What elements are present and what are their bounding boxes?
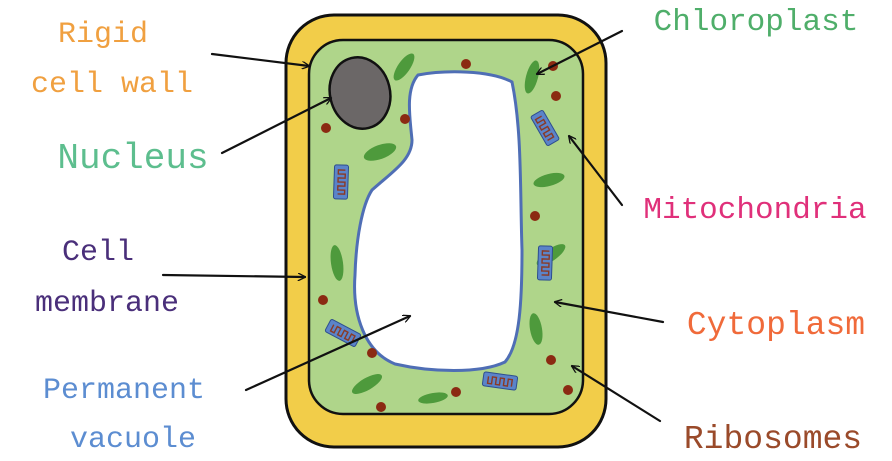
label-ribosomes: Ribosomes [684,421,862,458]
label-cell-membrane: Cell membrane [35,236,179,321]
label-chloroplast: Chloroplast [654,5,859,40]
ribosome-icon [376,402,386,412]
mitochondria-icon [537,246,552,280]
ribosome-icon [400,114,410,124]
ribosome-icon [318,295,328,305]
label-nucleus: Nucleus [57,138,208,179]
label-rigid-cell-wall: Rigid cell wall [31,18,193,102]
label-mitochondria: Mitochondria [643,193,866,228]
ribosome-icon [451,387,461,397]
label-cytoplasm: Cytoplasm [687,307,865,344]
ribosome-icon [546,355,556,365]
ribosome-icon [530,211,540,221]
label-permanent-vacuole: Permanent vacuole [43,374,223,457]
arrow-cell-membrane [163,275,305,277]
ribosome-icon [321,123,331,133]
ribosome-icon [563,385,573,395]
ribosome-icon [461,59,471,69]
ribosome-icon [551,91,561,101]
mitochondria-icon [333,165,348,199]
ribosome-icon [367,348,377,358]
